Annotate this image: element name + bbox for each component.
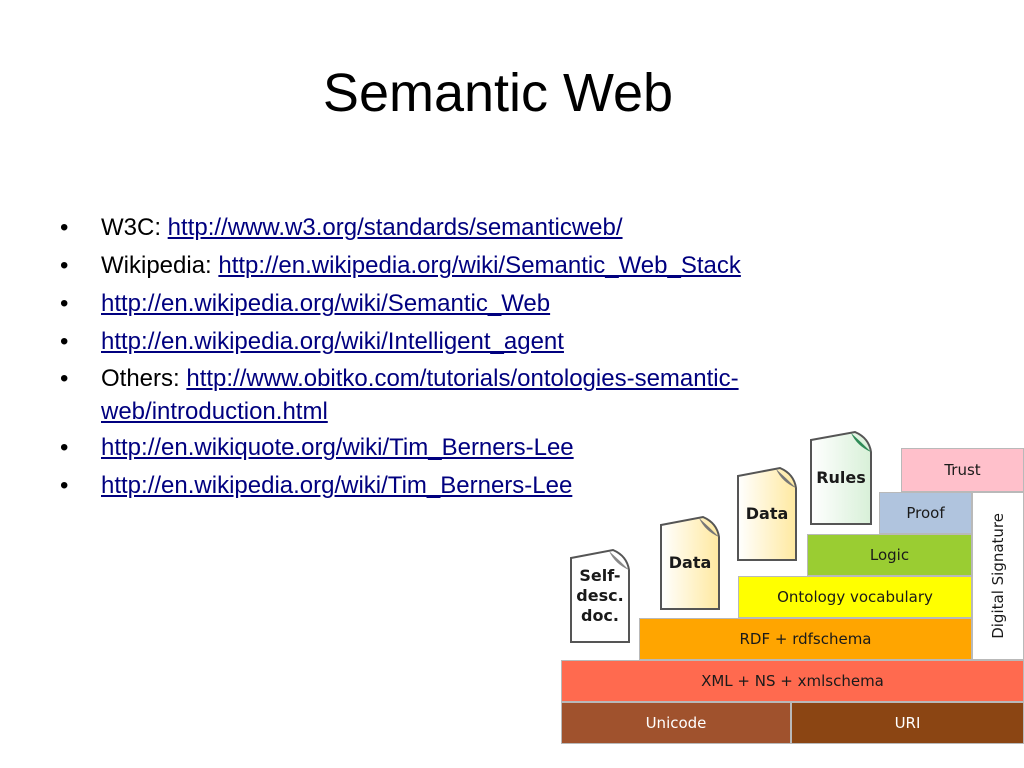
item-prefix: Others: [101,365,187,392]
bullet-marker: • [60,328,69,355]
list-item: • http://en.wikipedia.org/wiki/Tim_Berne… [60,468,880,504]
rules-doc-icon: Rules [809,430,873,526]
item-prefix: W3C: [101,214,168,241]
proof-layer: Proof [879,492,972,534]
list-item: • Wikipedia: http://en.wikipedia.org/wik… [60,248,880,284]
data-doc-icon: Data [736,466,798,562]
data-doc-label: Data [745,504,789,523]
wikiquote-link[interactable]: http://en.wikiquote.org/wiki/Tim_Berners… [101,434,574,461]
bullet-marker: • [60,472,69,499]
bullet-marker: • [60,214,69,241]
rdf-layer: RDF + rdfschema [639,618,972,660]
digital-signature-label: Digital Signature [989,513,1007,639]
uri-layer: URI [791,702,1024,744]
list-item: • W3C: http://www.w3.org/standards/seman… [60,210,880,246]
self-desc-line2: desc. [576,586,624,605]
bullet-marker: • [60,434,69,461]
trust-layer: Trust [901,448,1024,492]
semantic-web-stack-diagram: Unicode URI XML + NS + xmlschema RDF + r… [561,428,1024,744]
list-item: • http://en.wikipedia.org/wiki/Semantic_… [60,286,880,322]
self-desc-doc-icon: Self- desc. doc. [569,548,631,644]
obitko-link[interactable]: http://www.obitko.com/tutorials/ontologi… [101,365,739,425]
list-item: • http://en.wikiquote.org/wiki/Tim_Berne… [60,430,880,466]
obitko-link-line2: web/introduction.html [101,398,328,425]
intelligent-agent-link[interactable]: http://en.wikipedia.org/wiki/Intelligent… [101,328,564,355]
tim-berners-lee-link[interactable]: http://en.wikipedia.org/wiki/Tim_Berners… [101,472,573,499]
item-prefix: Wikipedia: [101,252,219,279]
w3c-link[interactable]: http://www.w3.org/standards/semanticweb/ [167,214,623,241]
link-list: • W3C: http://www.w3.org/standards/seman… [60,210,880,506]
data-doc-label: Data [668,553,712,572]
list-item: • Others: http://www.obitko.com/tutorial… [60,362,880,428]
logic-layer: Logic [807,534,972,576]
rules-doc-label: Rules [816,468,866,487]
bullet-marker: • [60,252,69,279]
slide-title: Semantic Web [322,63,674,123]
digital-signature-layer: Digital Signature [972,492,1024,660]
bullet-marker: • [60,290,69,317]
obitko-link-line1: http://www.obitko.com/tutorials/ontologi… [186,365,739,392]
list-item: • http://en.wikipedia.org/wiki/Intellige… [60,324,880,360]
xml-layer: XML + NS + xmlschema [561,660,1024,702]
self-desc-line1: Self- [579,566,621,585]
self-desc-doc-label: Self- desc. doc. [576,566,623,626]
wikipedia-stack-link[interactable]: http://en.wikipedia.org/wiki/Semantic_We… [218,252,741,279]
ontology-layer: Ontology vocabulary [738,576,972,618]
semantic-web-link[interactable]: http://en.wikipedia.org/wiki/Semantic_We… [101,290,551,317]
self-desc-line3: doc. [580,606,619,625]
unicode-layer: Unicode [561,702,791,744]
data-doc-icon: Data [659,515,721,611]
bullet-marker: • [60,365,69,392]
